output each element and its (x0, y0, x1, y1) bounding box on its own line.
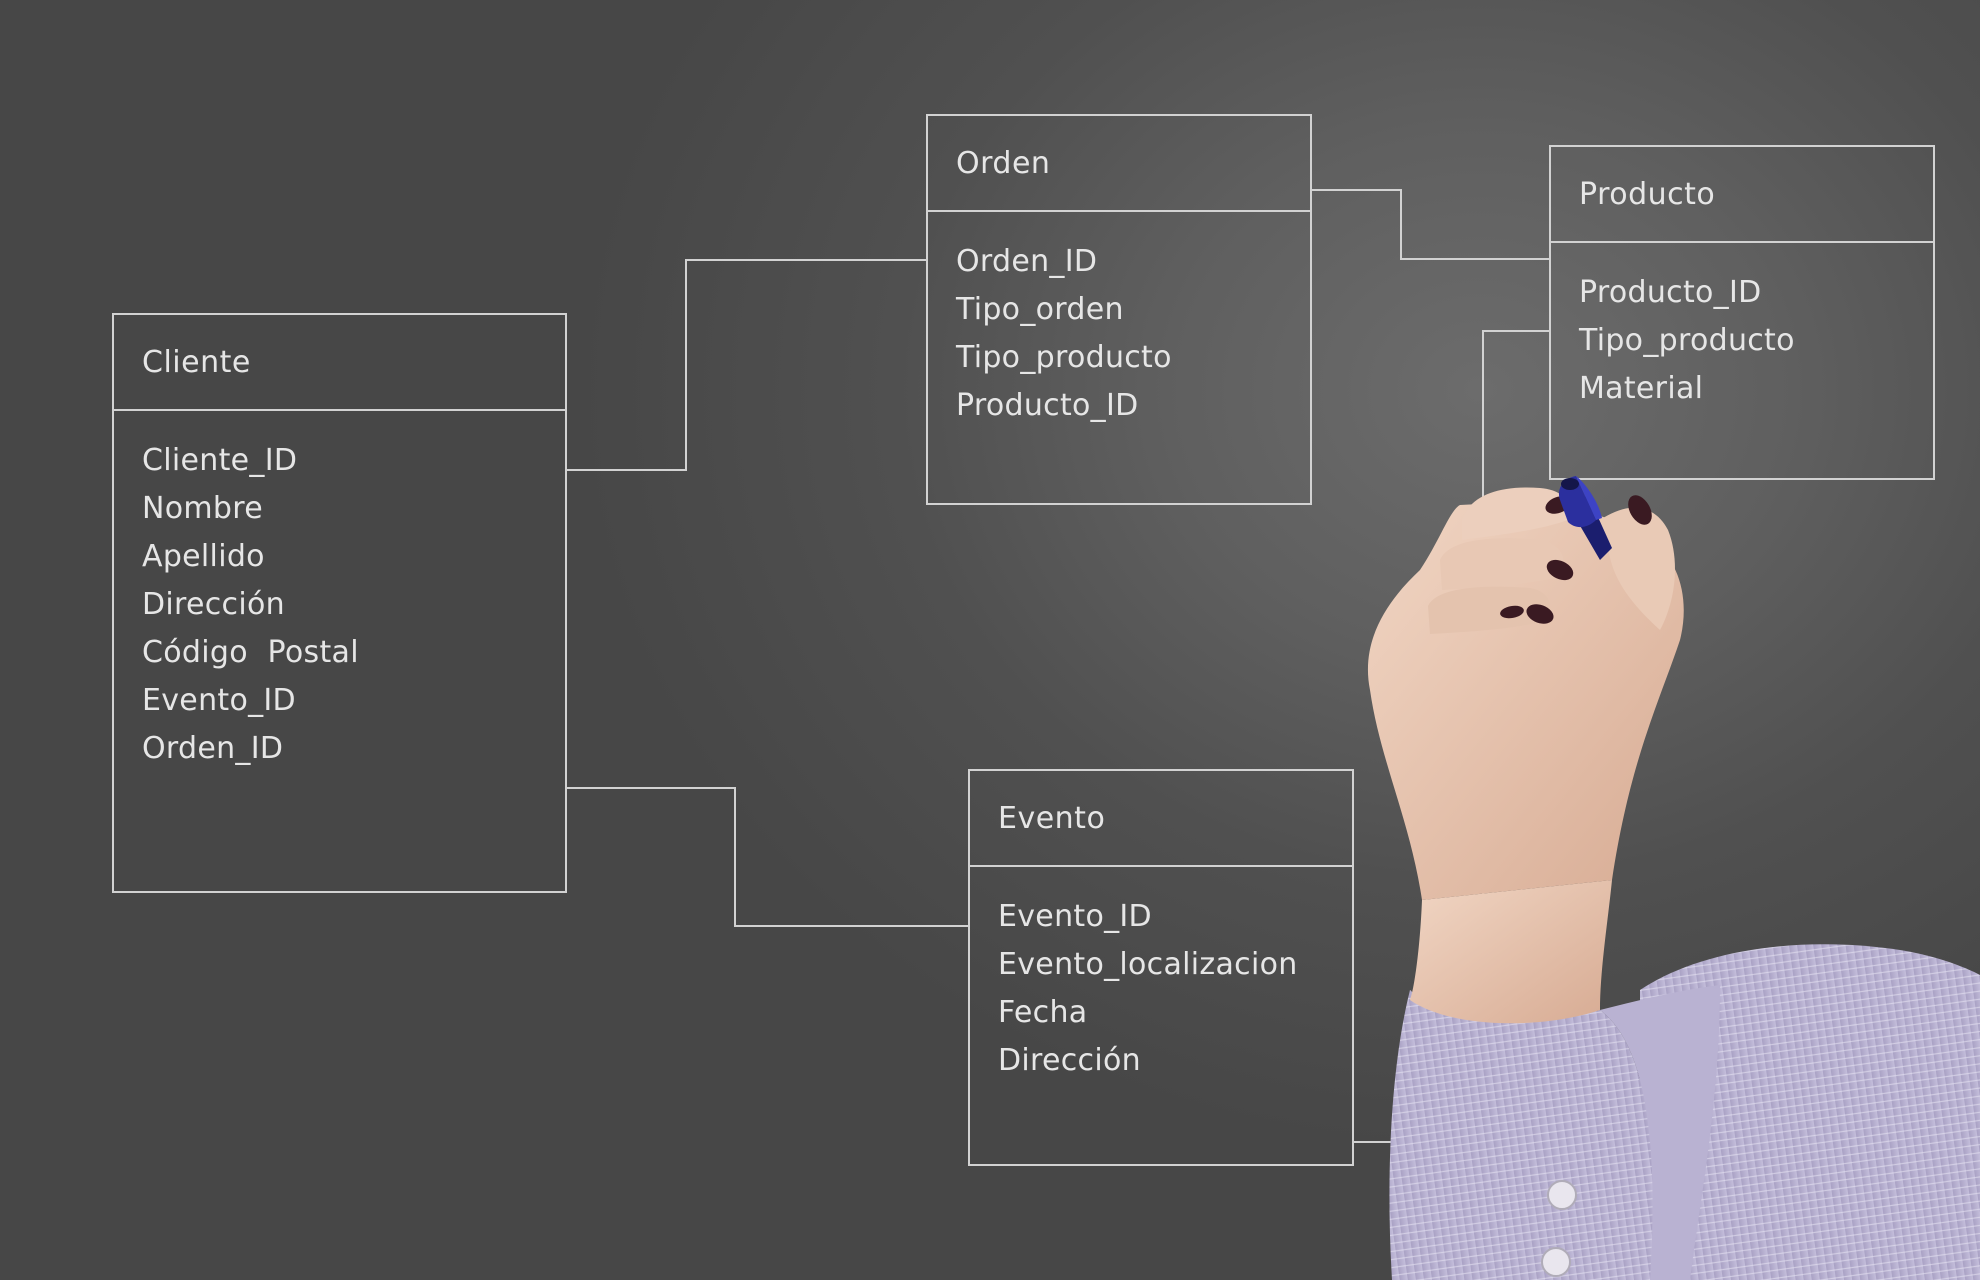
cuff-button (1541, 1247, 1571, 1277)
entity-evento: Evento Evento_ID Evento_localizacion Fec… (968, 769, 1354, 1166)
field-item: Producto_ID (956, 388, 1139, 423)
field-item: Dirección (998, 1043, 1141, 1078)
field-list: Cliente_ID Nombre Apellido Dirección Cód… (114, 411, 565, 773)
entity-title: Producto (1551, 147, 1933, 243)
entity-orden: Orden Orden_ID Tipo_orden Tipo_producto … (926, 114, 1312, 505)
field-item: Evento_localizacion (998, 947, 1298, 982)
upper-sleeve (1600, 985, 1720, 1280)
field-item: Tipo_orden (956, 292, 1124, 327)
finger-shape (1428, 586, 1551, 634)
field-item: Fecha (998, 995, 1088, 1030)
fingernail (1546, 559, 1574, 581)
finger-shape (1462, 487, 1571, 540)
field-list: Evento_ID Evento_localizacion Fecha Dire… (970, 867, 1352, 1085)
field-item: Evento_ID (998, 899, 1152, 934)
field-item: Orden_ID (142, 731, 284, 766)
cuff-button (1547, 1180, 1577, 1210)
connector-cliente-evento (567, 787, 968, 927)
entity-title: Evento (970, 771, 1352, 867)
field-item: Producto_ID (1579, 275, 1762, 310)
fingernail (1526, 604, 1554, 624)
field-item: Apellido (142, 539, 265, 574)
fingernail (1628, 495, 1652, 525)
field-list: Producto_ID Tipo_producto Material (1551, 243, 1933, 413)
field-item: Cliente_ID (142, 443, 298, 478)
field-item: Nombre (142, 491, 263, 526)
field-item: Código Postal (142, 635, 359, 670)
thumb-shape (1600, 507, 1675, 630)
finger-shape (1440, 538, 1564, 590)
field-list: Orden_ID Tipo_orden Tipo_producto Produc… (928, 212, 1310, 430)
field-item: Evento_ID (142, 683, 296, 718)
entity-producto: Producto Producto_ID Tipo_producto Mater… (1549, 145, 1935, 480)
field-item: Orden_ID (956, 244, 1098, 279)
field-item: Material (1579, 371, 1704, 406)
sleeve-cuff (1389, 990, 1653, 1280)
field-item: Tipo_producto (956, 340, 1172, 375)
field-item: Dirección (142, 587, 285, 622)
shoulder-shape (1640, 944, 1980, 1280)
forearm-shape (1410, 880, 1612, 1024)
connector-cliente-orden (567, 259, 926, 471)
entity-title: Orden (928, 116, 1310, 212)
field-item: Tipo_producto (1579, 323, 1795, 358)
entity-cliente: Cliente Cliente_ID Nombre Apellido Direc… (112, 313, 567, 893)
fingernail (1500, 605, 1524, 619)
connector-orden-producto (1312, 189, 1549, 260)
marker-pen (1558, 476, 1612, 560)
entity-title: Cliente (114, 315, 565, 411)
